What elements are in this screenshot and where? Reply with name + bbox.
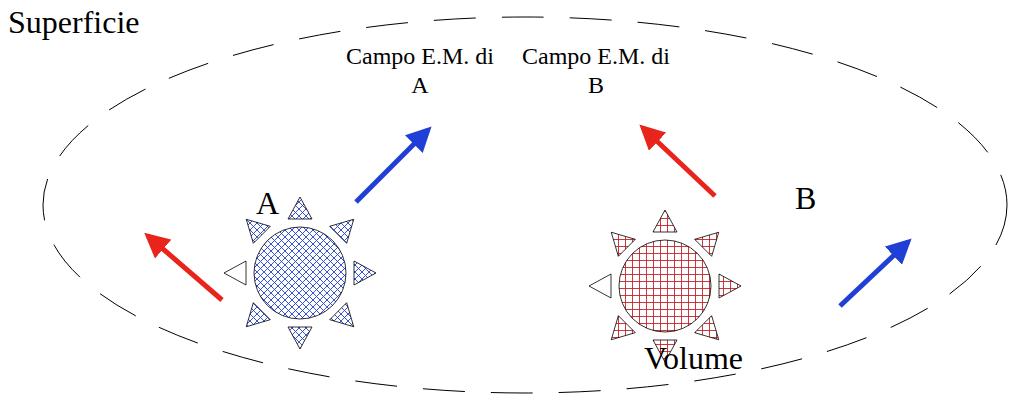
source-label: B <box>795 182 816 216</box>
ray-triangle <box>695 316 719 340</box>
ray-triangle <box>653 210 677 232</box>
ray-triangle <box>719 274 741 298</box>
ray-triangle <box>330 219 354 243</box>
source-node: B <box>587 208 743 364</box>
ray-triangle <box>288 197 312 219</box>
source-symbol <box>587 208 743 364</box>
source-node: A <box>222 195 378 351</box>
ray-triangle <box>611 316 635 340</box>
ray-triangle <box>653 340 677 362</box>
ray-triangle <box>330 303 354 327</box>
ray-triangle <box>589 274 611 298</box>
source-disc <box>619 240 711 332</box>
ray-triangle <box>246 303 270 327</box>
ray-triangle <box>246 219 270 243</box>
red-arrow <box>643 128 715 196</box>
field-label: Campo E.M. di B <box>521 42 671 100</box>
field-label: Campo E.M. di A <box>345 42 495 100</box>
surface-label: Superficie <box>8 6 140 40</box>
ray-triangle <box>611 232 635 256</box>
ray-triangle <box>695 232 719 256</box>
source-symbol <box>222 195 378 351</box>
ray-triangle <box>288 327 312 349</box>
red-arrow <box>148 236 222 300</box>
ray-triangle <box>354 261 376 285</box>
source-disc <box>254 227 346 319</box>
ray-triangle <box>224 261 246 285</box>
dashed-ellipse <box>43 17 1007 393</box>
source-label: A <box>256 187 279 221</box>
blue-arrow <box>840 242 908 306</box>
blue-arrow <box>356 130 428 202</box>
volume-label: Volume <box>644 342 743 376</box>
